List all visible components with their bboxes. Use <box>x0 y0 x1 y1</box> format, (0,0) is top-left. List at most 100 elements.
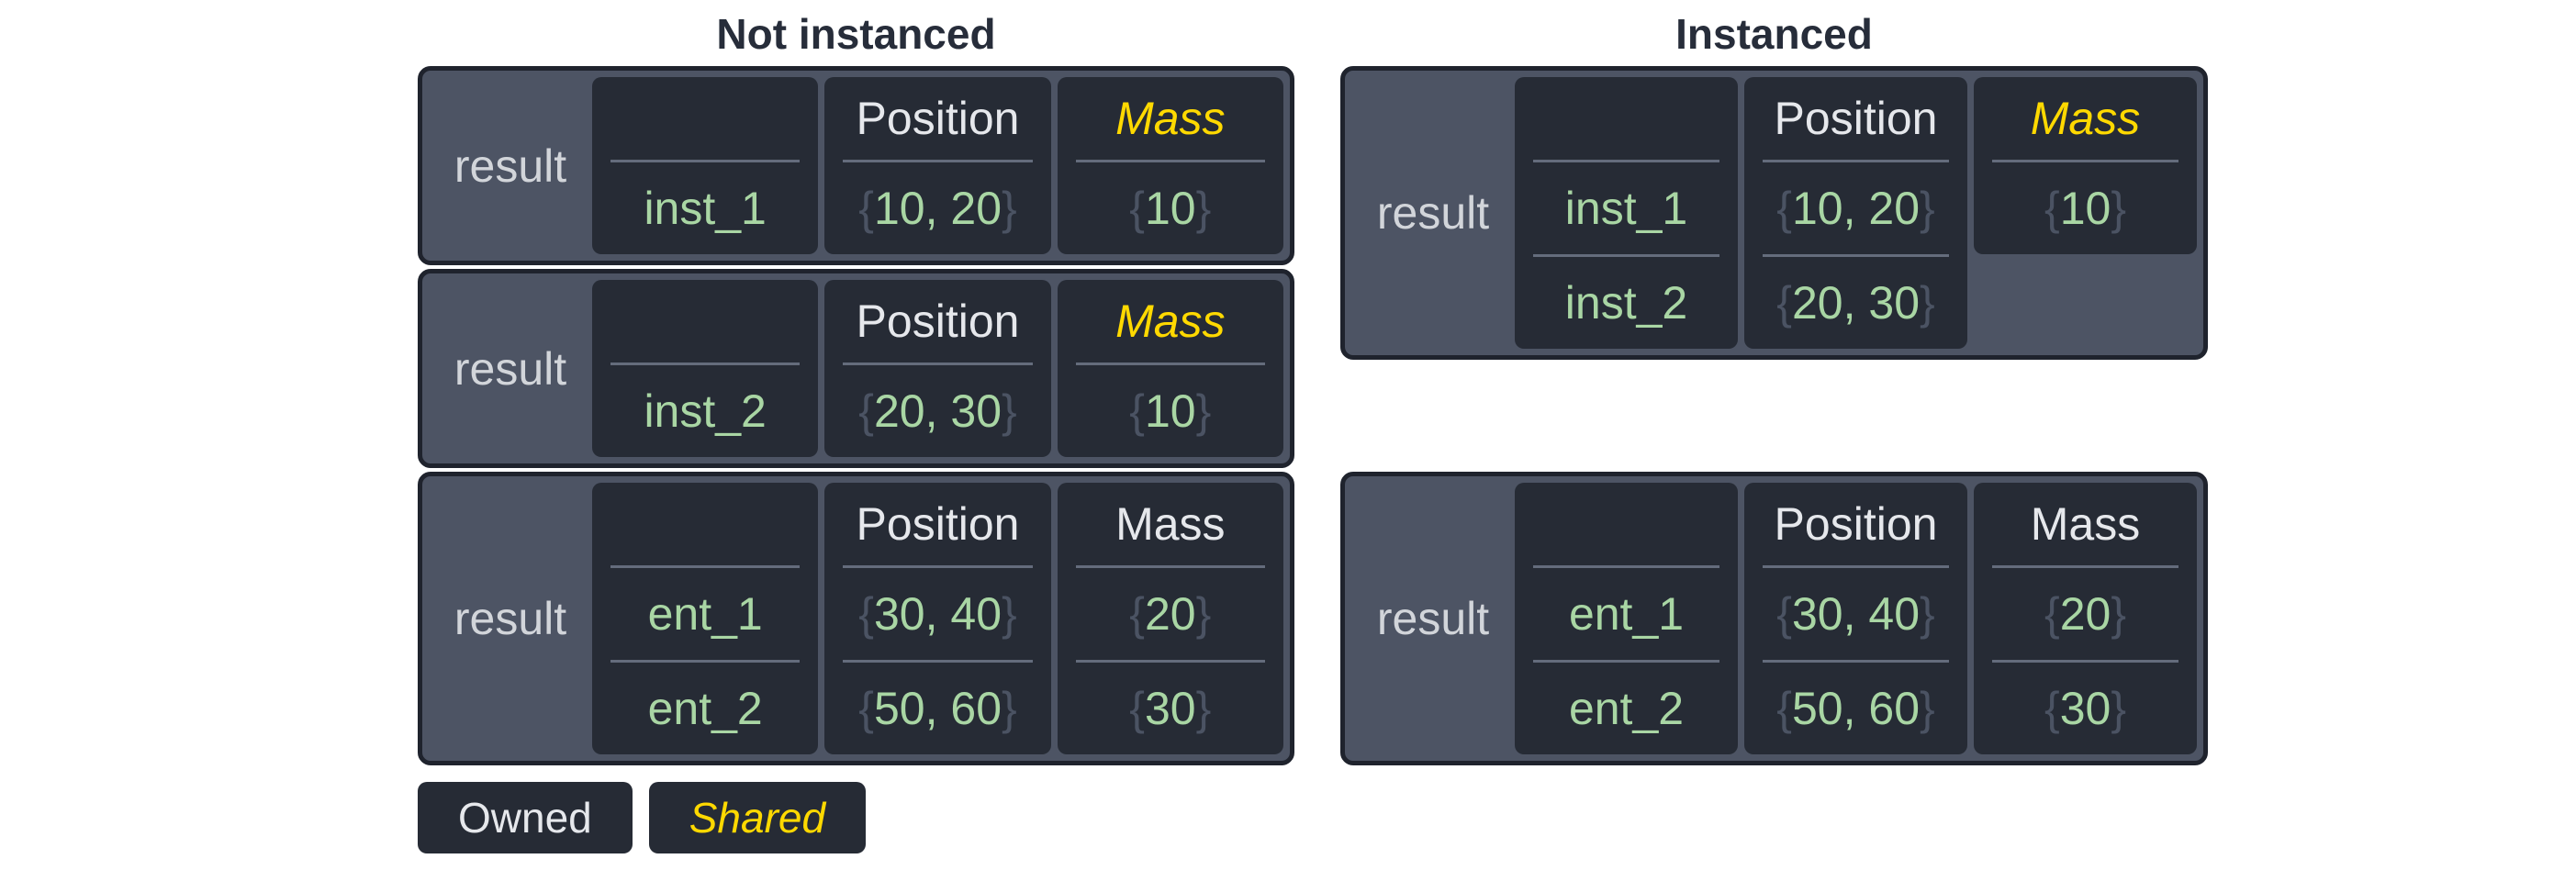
brace-open: { <box>1129 183 1145 234</box>
brace-close: } <box>1920 277 1935 329</box>
column-divider <box>843 565 1033 568</box>
component-value: {20, 30} <box>824 365 1050 457</box>
column-header: Mass <box>1115 93 1226 144</box>
value-text: 20, 30 <box>1791 277 1920 329</box>
component-value: {30, 40} <box>824 568 1050 660</box>
component-column-position: Position{30, 40}{50, 60} <box>1744 483 1967 754</box>
query-result-table: result inst_1 Position {10, 20} Mass {10} <box>418 66 1294 265</box>
value-text: 30, 40 <box>1791 588 1920 640</box>
legend: Owned Shared <box>418 782 1294 853</box>
brace-close: } <box>1920 183 1935 234</box>
column-divider <box>1533 160 1719 162</box>
brace-open: { <box>858 385 874 437</box>
column-divider <box>843 660 1033 663</box>
component-value: {10} <box>1974 162 2197 254</box>
component-value: {10} <box>1058 162 1283 254</box>
column-header: Mass <box>1115 296 1226 347</box>
column-header: Position <box>1774 498 1938 550</box>
brace-close: } <box>1195 385 1212 437</box>
table-cells: inst_1 Position {10, 20} Mass {10} <box>592 77 1283 254</box>
component-value: {10, 20} <box>824 162 1050 254</box>
entity-name: ent_2 <box>592 663 818 754</box>
result-label: result <box>454 139 567 192</box>
value-text: 20 <box>2059 588 2111 640</box>
entity-name: inst_2 <box>1515 257 1738 349</box>
brace-open: { <box>2044 588 2060 640</box>
column-divider <box>843 362 1033 365</box>
component-value: {10, 20} <box>1744 162 1967 254</box>
value-text: ent_2 <box>1568 683 1685 734</box>
column-header <box>1515 77 1738 160</box>
brace-open: { <box>1776 588 1792 640</box>
value-text: 30 <box>1145 683 1196 734</box>
component-column-position: Position {10, 20} <box>824 77 1051 254</box>
column-divider <box>1075 565 1265 568</box>
column-header: Position <box>856 296 1020 347</box>
column-divider <box>1763 160 1949 162</box>
result-label: result <box>1376 187 1490 239</box>
value-text: 30, 40 <box>873 588 1002 640</box>
entity-name: inst_1 <box>1515 162 1738 254</box>
column-divider <box>1992 660 2178 663</box>
value-text: 10 <box>1145 183 1196 234</box>
column-divider <box>1075 660 1265 663</box>
component-value: {20} <box>1058 568 1283 660</box>
column-header: Position <box>856 498 1020 550</box>
brace-close: } <box>1920 683 1935 734</box>
brace-open: { <box>858 588 874 640</box>
brace-open: { <box>858 183 874 234</box>
column-divider <box>1992 160 2178 162</box>
value-text: 10 <box>2059 183 2111 234</box>
legend-owned: Owned <box>418 782 633 853</box>
brace-close: } <box>1002 183 1017 234</box>
brace-close: } <box>1920 588 1935 640</box>
brace-open: { <box>858 683 874 734</box>
legend-shared: Shared <box>648 782 867 853</box>
column-header: Position <box>856 93 1020 144</box>
brace-close: } <box>2111 683 2127 734</box>
component-column-mass: Mass{20}{30} <box>1974 483 2197 754</box>
result-label: result <box>1376 593 1490 644</box>
brace-close: } <box>1195 183 1212 234</box>
column-header: Mass <box>1115 498 1226 550</box>
brace-open: { <box>1776 683 1792 734</box>
component-value: {30} <box>1974 663 2197 754</box>
panel-title-instanced: Instanced <box>1675 10 1873 58</box>
component-column-mass: Mass{10} <box>1974 77 2197 254</box>
component-column-mass: Mass {10} <box>1057 280 1283 457</box>
column-header <box>592 280 818 362</box>
component-value: {10} <box>1058 365 1283 457</box>
component-column-position: Position {20, 30} <box>824 280 1051 457</box>
component-column-mass: Mass{20}{30} <box>1057 483 1283 754</box>
column-divider <box>610 565 801 568</box>
brace-open: { <box>1129 588 1145 640</box>
component-value: {50, 60} <box>824 663 1050 754</box>
column-header <box>592 483 818 565</box>
component-column-position: Position{10, 20}{20, 30} <box>1744 77 1967 349</box>
column-header <box>592 77 818 160</box>
panel-title-not-instanced: Not instanced <box>716 10 996 58</box>
brace-open: { <box>2044 683 2060 734</box>
brace-open: { <box>2044 183 2060 234</box>
entity-column: inst_1 <box>592 77 819 254</box>
brace-open: { <box>1129 683 1145 734</box>
column-divider <box>1992 565 2178 568</box>
brace-close: } <box>2111 183 2127 234</box>
column-divider <box>1763 660 1949 663</box>
value-text: inst_1 <box>644 183 767 234</box>
result-label: result <box>454 593 567 644</box>
